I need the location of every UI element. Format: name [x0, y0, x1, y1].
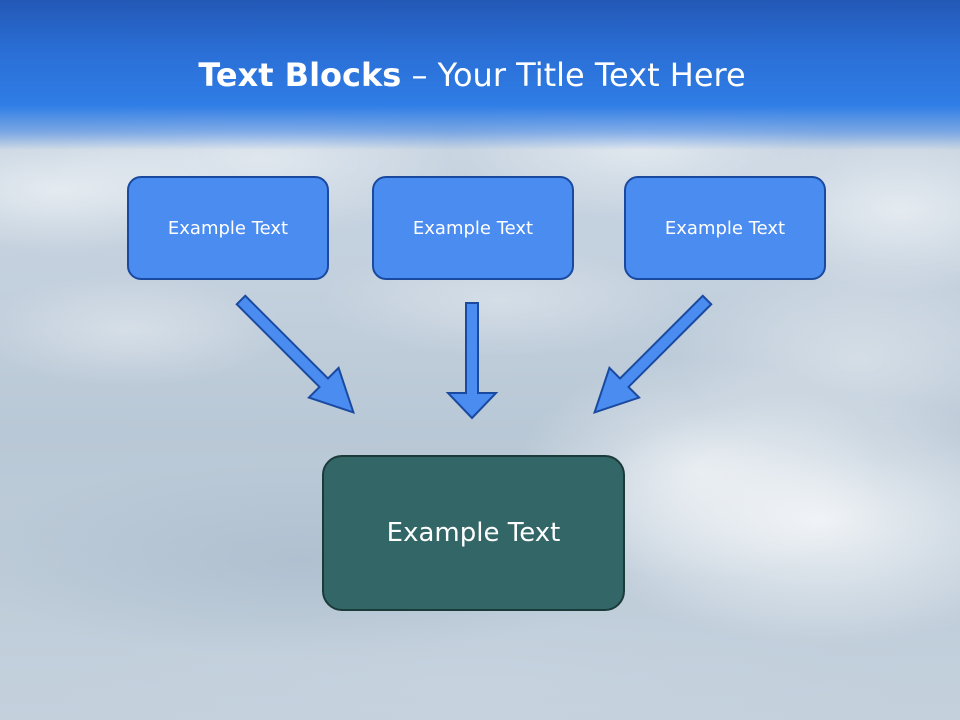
- title-dash: –: [401, 56, 438, 94]
- result-block-label: Example Text: [386, 518, 561, 548]
- slide-title: Text Blocks – Your Title Text Here: [0, 52, 944, 98]
- header-band: [0, 0, 960, 150]
- title-bold-part: Text Blocks: [198, 56, 402, 94]
- text-block-1-label: Example Text: [167, 217, 289, 239]
- text-block-1[interactable]: Example Text: [127, 176, 329, 280]
- title-rest: Your Title Text Here: [437, 56, 746, 94]
- text-block-3[interactable]: Example Text: [624, 176, 826, 280]
- text-block-3-label: Example Text: [664, 217, 786, 239]
- text-block-2[interactable]: Example Text: [372, 176, 574, 280]
- text-block-2-label: Example Text: [412, 217, 534, 239]
- result-block[interactable]: Example Text: [322, 455, 625, 611]
